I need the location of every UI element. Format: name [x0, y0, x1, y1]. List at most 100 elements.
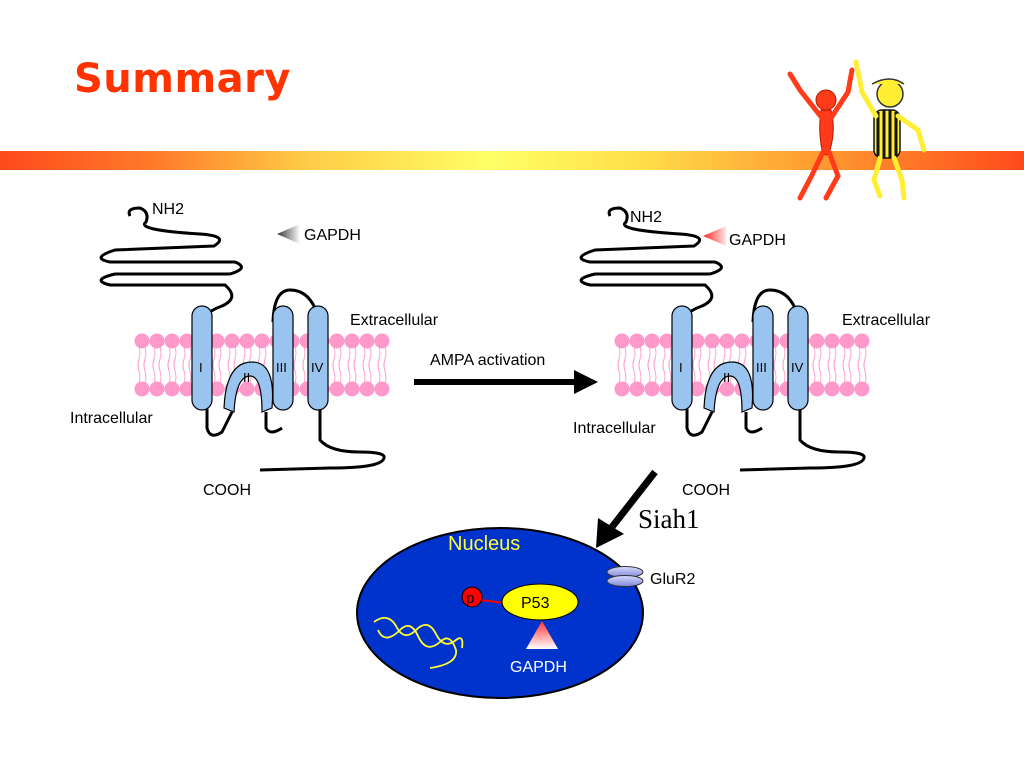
left-helix-ii	[223, 361, 274, 413]
lipid-head	[374, 381, 390, 397]
left-receptor: I II III IV	[99, 206, 386, 472]
lipid-tail	[332, 358, 336, 384]
nuclear-gapdh-triangle	[526, 621, 558, 649]
lipid-tail	[158, 358, 162, 384]
lipid-head	[149, 333, 165, 349]
lipid-tail	[218, 358, 222, 384]
lipid-tail	[638, 358, 642, 384]
lipid-tail	[617, 358, 621, 384]
ampa-activation-label: AMPA activation	[430, 352, 545, 369]
lipid-head	[374, 333, 390, 349]
lipid-head	[644, 381, 660, 397]
title-gradient-bar	[0, 151, 1024, 170]
lipid-tail	[698, 358, 702, 384]
lipid-head	[134, 381, 150, 397]
lipid-tail	[182, 358, 186, 384]
right-domain-iv-label: IV	[791, 360, 804, 375]
right-extracellular-label: Extracellular	[842, 312, 931, 329]
lipid-head	[344, 381, 360, 397]
lipid-head	[614, 381, 630, 397]
lipid-tail	[857, 358, 861, 384]
lipid-head	[809, 333, 825, 349]
right-loop-i-ii	[685, 400, 714, 437]
left-domain-i-label: I	[199, 360, 203, 375]
lipid-head	[704, 333, 720, 349]
phospho-label: p	[466, 590, 474, 607]
glur2-disc-bottom	[606, 575, 644, 587]
lipid-head	[629, 333, 645, 349]
left-domain-iv-label: IV	[311, 360, 324, 375]
right-loop-ii-iii-inner	[744, 412, 763, 434]
left-loop-i-ii	[205, 400, 234, 437]
lipid-tail	[647, 358, 651, 384]
p53-ellipse	[501, 583, 579, 621]
left-n-terminal-loops	[99, 206, 243, 320]
lipid-head	[224, 333, 240, 349]
right-nh2-label: NH2	[630, 209, 662, 226]
lipid-tail	[188, 358, 192, 384]
lipid-tail	[338, 358, 342, 384]
lipid-tail	[842, 358, 846, 384]
dna-double-helix	[373, 616, 464, 669]
lipid-head	[239, 381, 255, 397]
lipid-tail	[833, 358, 837, 384]
siah1-label: Siah1	[638, 504, 700, 534]
lipid-tail	[632, 358, 636, 384]
left-cooh-label: COOH	[203, 482, 251, 499]
lipid-tail	[173, 358, 177, 384]
left-intracellular-label: Intracellular	[70, 410, 153, 427]
right-domain-iii-label: III	[756, 360, 767, 375]
lipid-tail	[377, 358, 381, 384]
lipid-head	[734, 333, 750, 349]
lipid-tail	[383, 358, 387, 384]
lipid-head	[359, 381, 375, 397]
left-helix-iv	[307, 305, 329, 411]
lipid-tail	[293, 358, 297, 384]
lipid-tail	[623, 358, 627, 384]
ampa-arrow-head	[574, 370, 598, 394]
lipid-head	[824, 381, 840, 397]
lipid-tail	[653, 358, 657, 384]
left-helix-i	[191, 305, 213, 411]
lipid-head	[659, 381, 675, 397]
lipid-head	[239, 333, 255, 349]
lipid-tail	[848, 358, 852, 384]
lipid-tail	[662, 358, 666, 384]
phospho-circle	[461, 586, 483, 608]
nucleus-title: Nucleus	[448, 533, 520, 555]
lipid-tail	[692, 358, 696, 384]
right-domain-i-label: I	[679, 360, 683, 375]
right-helix-iii	[752, 305, 774, 411]
right-domain-ii-label: II	[723, 370, 730, 385]
siah1-arrow-shaft	[609, 469, 658, 530]
lipid-tail	[827, 358, 831, 384]
lipid-tail	[812, 358, 816, 384]
right-helix-iv	[787, 305, 809, 411]
lipid-head	[209, 381, 225, 397]
left-extracellular-label: Extracellular	[350, 312, 439, 329]
right-cooh-label: COOH	[682, 482, 730, 499]
right-n-terminal-loops	[579, 206, 723, 320]
lipid-head	[659, 333, 675, 349]
left-nh2-label: NH2	[152, 201, 184, 218]
lipid-tail	[167, 358, 171, 384]
right-gapdh-triangle	[703, 226, 726, 246]
lipid-head	[179, 381, 195, 397]
siah1-arrow-head	[596, 518, 624, 548]
right-intracellular-label: Intracellular	[573, 420, 656, 437]
lipid-tail	[302, 358, 306, 384]
lipid-head	[134, 333, 150, 349]
lipid-tail	[368, 358, 372, 384]
left-gapdh-triangle	[277, 224, 300, 244]
left-loop-ii-iii	[271, 288, 320, 323]
lipid-head	[824, 333, 840, 349]
lipid-tail	[362, 358, 366, 384]
phospho-link	[480, 599, 505, 604]
lipid-tail	[863, 358, 867, 384]
lipid-tail	[818, 358, 822, 384]
lipid-head	[164, 333, 180, 349]
glur2-label: GluR2	[650, 571, 695, 588]
nuclear-gapdh-label: GAPDH	[510, 659, 567, 676]
p53-label: P53	[521, 595, 550, 612]
